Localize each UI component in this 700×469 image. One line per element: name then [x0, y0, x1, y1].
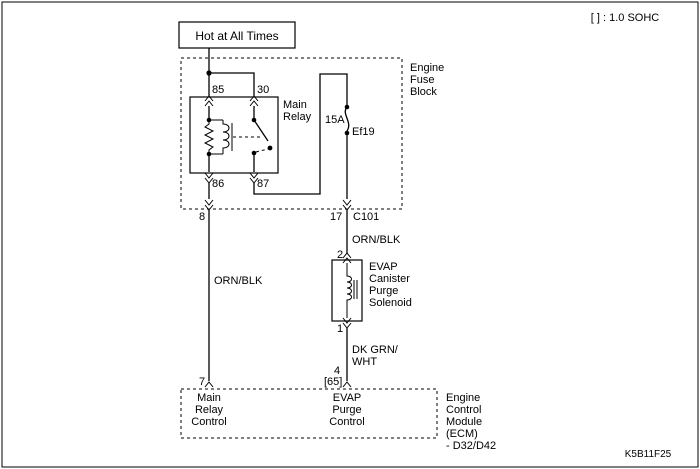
ecm-terminal-4: [342, 381, 352, 388]
power-source-label: Hot at All Times: [195, 29, 278, 43]
fuse-block-label-3: Block: [410, 86, 437, 98]
junction-dot: [206, 70, 212, 76]
feed-wire: [208, 48, 255, 96]
wire-color-dk-grn-1: DK GRN/: [352, 344, 399, 356]
ecm-left-label-3: Control: [191, 416, 226, 428]
connector-pin-8: 8: [199, 211, 205, 223]
ecm-outline: [180, 388, 438, 439]
fuse-block-label-2: Fuse: [410, 74, 434, 86]
solenoid-box: [331, 259, 363, 322]
relay-pin-30: 30: [257, 84, 269, 96]
fuse-id: Ef19: [352, 126, 375, 138]
fuse-block-outline: [180, 57, 403, 210]
switch-contact: [267, 145, 273, 151]
ecm-left-label-1: Main: [197, 392, 221, 404]
solenoid-label-2: Canister: [369, 273, 410, 285]
ecm-terminal-7: [204, 381, 214, 388]
solenoid-pin-2: 2: [337, 249, 343, 261]
ecm-pin-65: [65]: [324, 376, 342, 388]
ecm-pin-4: 4: [334, 365, 340, 377]
relay-pin-86: 86: [212, 178, 224, 190]
relay-switch-arm: [253, 119, 269, 142]
fuse-block-label-1: Engine: [410, 62, 444, 74]
wire-color-orn-blk-right: ORN/BLK: [352, 234, 401, 246]
main-relay-label-1: Main: [283, 99, 307, 111]
relay-coil-branch: [209, 119, 223, 155]
main-relay-label-2: Relay: [283, 111, 312, 123]
power-source-box: [178, 21, 296, 49]
relay-terminal-85: [204, 95, 214, 107]
connector-id: C101: [353, 211, 379, 223]
ecm-name-2: Control: [446, 404, 481, 416]
wire-color-orn-blk-left: ORN/BLK: [214, 275, 263, 287]
ecm-right-label-2: Purge: [332, 404, 361, 416]
fuse-rating: 15A: [325, 114, 345, 126]
fuse-element-icon: [344, 106, 350, 132]
solenoid-coil-icon: [346, 263, 352, 318]
ecm-name-5: - D32/D42: [446, 440, 496, 452]
relay-coil: [222, 120, 230, 154]
wire-color-dk-grn-2: WHT: [352, 356, 377, 368]
solenoid-terminal-top: [342, 252, 352, 264]
solenoid-pin-1: 1: [337, 323, 343, 335]
diagram-code: K5B11F25: [625, 449, 672, 460]
ecm-right-label-1: EVAP: [333, 392, 362, 404]
relay-contact-dots: [255, 148, 269, 153]
ecm-left-label-2: Relay: [195, 404, 224, 416]
relay-resistor: [203, 120, 215, 154]
ecm-name-1: Engine: [446, 392, 480, 404]
relay-pin-85: 85: [212, 84, 224, 96]
connector-pin-17: 17: [330, 211, 342, 223]
relay-terminal-30: [249, 95, 259, 107]
solenoid-terminal-bottom: [342, 317, 352, 329]
relay-87-to-fuse: [253, 73, 348, 195]
solenoid-label-3: Purge: [369, 285, 398, 297]
relay-pin-87: 87: [257, 178, 269, 190]
legend-note: [ ] : 1.0 SOHC: [591, 12, 660, 24]
main-relay-box: [189, 96, 279, 174]
ecm-name-4: (ECM): [446, 428, 478, 440]
solenoid-core: [353, 280, 358, 299]
ecm-name-3: Module: [446, 416, 482, 428]
solenoid-label-4: Solenoid: [369, 297, 412, 309]
ecm-pin-7: 7: [199, 376, 205, 388]
solenoid-label-1: EVAP: [369, 261, 398, 273]
ecm-right-label-3: Control: [329, 416, 364, 428]
